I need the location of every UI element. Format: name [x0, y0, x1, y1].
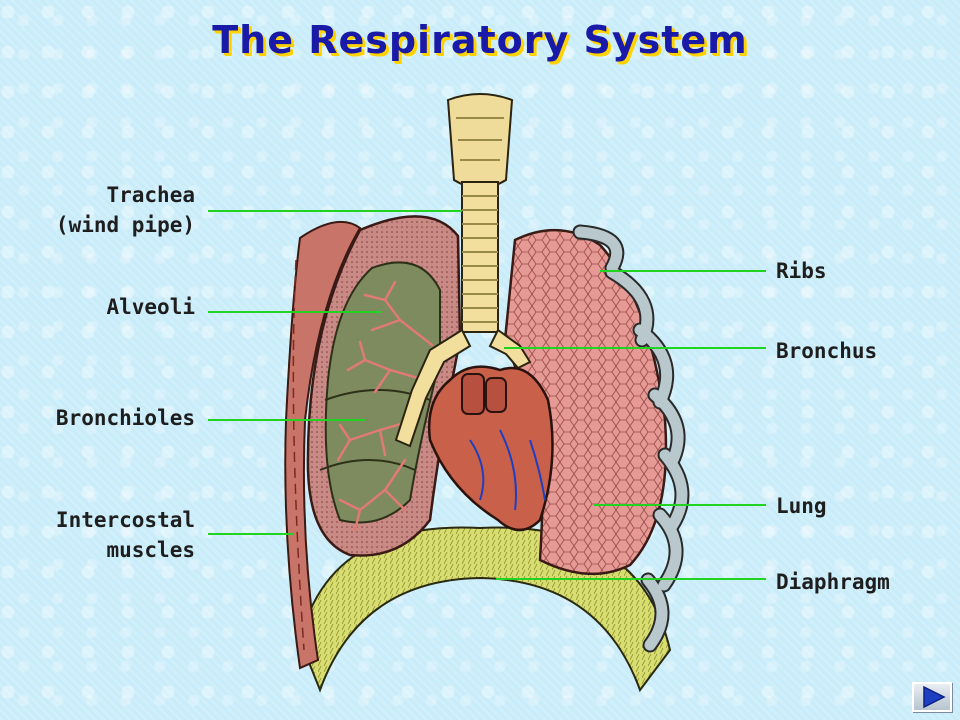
trachea-shape [394, 93, 532, 448]
left-lung-shape [306, 215, 462, 557]
alveoli-label: Alveoli [106, 295, 195, 319]
bronchioles-label: Bronchioles [55, 406, 195, 430]
diaphragm-label: Diaphragm [776, 570, 890, 594]
heart-shape [428, 365, 554, 532]
intercostal-muscles-shape [284, 221, 362, 670]
lung-label: Lung [776, 494, 827, 518]
bronchus-label: Bronchus [776, 339, 878, 363]
ribs-shape [572, 224, 690, 653]
ribs-label: Ribs [776, 259, 827, 283]
play-arrow-icon [923, 685, 946, 709]
next-slide-button[interactable] [912, 682, 952, 712]
leader-lines [208, 210, 766, 580]
trachea-label: Trachea(wind pipe) [55, 183, 195, 237]
page-title: The Respiratory System [212, 18, 748, 62]
